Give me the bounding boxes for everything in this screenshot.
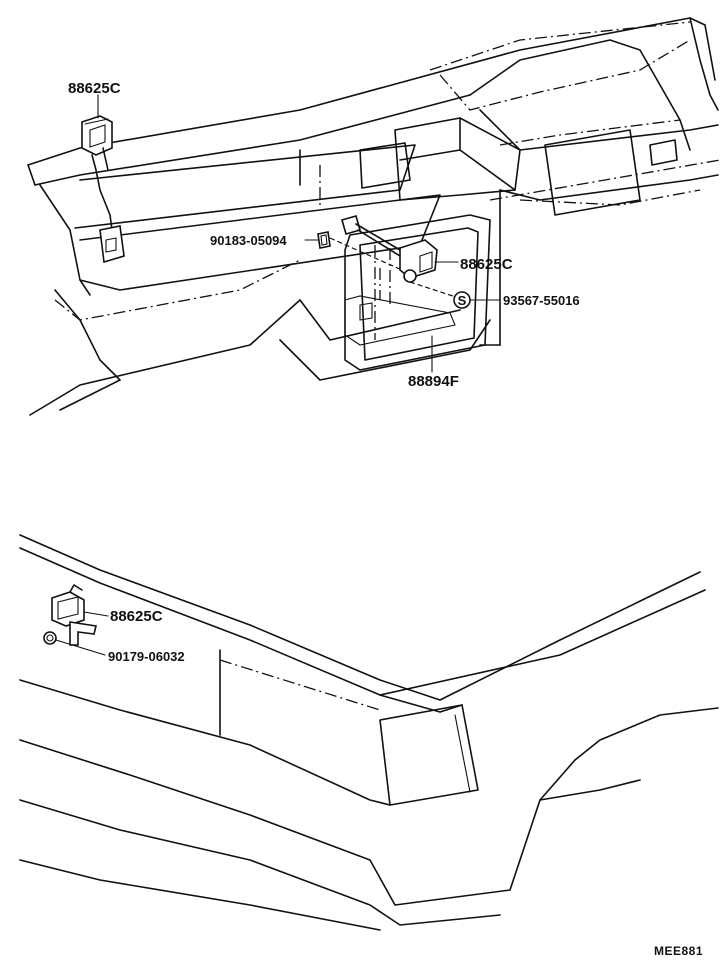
- screw-symbol-label: S: [458, 293, 467, 308]
- clip-90183-05094[interactable]: [317, 231, 403, 271]
- label-nut-part-number: 90179-06032: [108, 649, 185, 664]
- nut-90179-06032[interactable]: [43, 631, 57, 645]
- relay-88625c-top-left[interactable]: [81, 115, 125, 264]
- rear-body-illustration: [19, 534, 719, 931]
- relay-88625c-center[interactable]: [341, 215, 466, 301]
- label-screw-part-number: 93567-55016: [503, 293, 580, 308]
- dashboard-illustration: [27, 17, 720, 416]
- drawing-code: MEE881: [654, 944, 703, 958]
- relay-88625c-lower[interactable]: [51, 584, 97, 646]
- label-top-left-part-number: 88625C: [68, 80, 121, 97]
- screw-93567-55016[interactable]: S: [453, 291, 471, 309]
- label-lower-part-number: 88625C: [110, 608, 163, 625]
- leader-lines: [55, 94, 501, 656]
- label-clip-part-number: 90183-05094: [210, 233, 287, 248]
- label-right-part-number: 88625C: [460, 256, 513, 273]
- label-bracket-part-number: 88894F: [408, 373, 459, 390]
